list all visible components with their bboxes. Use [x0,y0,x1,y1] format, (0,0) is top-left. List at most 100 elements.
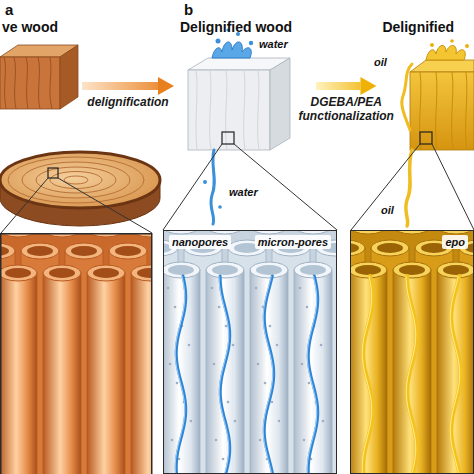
water-drip [218,205,222,209]
native-wood-cells [93,268,119,278]
delignified-wood-cells [222,458,225,461]
native-wood-cells [0,243,15,259]
delignified-wood-cells [188,344,191,347]
epoxy-wood-block [410,60,474,150]
delignified-wood-cells [190,420,193,423]
panel-heading-box: Delignified wood [178,18,312,152]
native-wood-cells [71,246,97,256]
panel-letter: a [5,1,13,18]
delignified-wood-cells [163,230,337,474]
panel-heading-box: ve wood [0,18,78,148]
delignified-wood-cells [175,276,184,474]
delignified-wood-cells [168,265,194,275]
native-wood-cells [65,243,103,259]
epoxy-wood-cells [350,240,365,256]
wood-log [0,152,160,226]
water-splash [212,42,251,58]
panel-title: ve wood [0,19,60,35]
delignified-wood-cells [257,363,260,366]
delignified-wood-cells [215,439,218,442]
delignified-wood-cells [259,439,262,442]
water-splash [249,41,253,45]
zoom-leader-line [58,178,152,233]
delignified-wood-cells [322,420,325,423]
water-splash [216,39,221,44]
wood-log [64,176,88,184]
native-wood-block [4,57,52,109]
delignified-wood-cells [169,363,172,366]
native-wood-cells [137,268,152,278]
delignified-wood-cells [307,276,317,474]
epoxy-wood-cells [450,276,459,474]
native-wood-cells [115,246,141,256]
delignified-wood-cells [278,420,281,423]
delignified-wood-cells [301,363,304,366]
native-wood-cells [49,268,75,278]
panel-letter: b [184,1,193,18]
native-wood-cells [43,273,81,474]
delignified-wood-cells [234,420,237,423]
delignified-wood-cells [308,276,318,474]
delignified-wood-block [188,58,290,150]
epoxy-wood-block [410,72,474,150]
delignified-wood-cells [250,262,288,278]
zoom-inset-box: nanoporesmicron-pores [163,230,337,474]
delignified-wood-cells [227,401,230,404]
delignified-wood-cells [218,306,221,309]
wood-log [8,157,144,203]
oil-splash [402,39,469,130]
delignified-wood-cells [219,276,229,474]
oil-splash [402,64,412,130]
epoxy-wood-cells [377,243,403,253]
wood-log [0,152,160,208]
oil-splash [430,43,434,47]
zoom-marker [48,168,58,178]
native-wood-cells [5,268,31,278]
native-wood-block [0,45,78,109]
liquid-label: oil [380,204,395,217]
panel-title: Delignified [380,19,456,35]
delignified-wood-cells [206,262,244,278]
native-wood-cells [0,273,37,474]
arrow-label: delignification [86,95,169,109]
process-arrow [316,82,360,90]
panel-heading-box: Delignified [380,18,474,152]
pore-structure [0,218,474,474]
delignified-wood-cells [264,276,273,474]
pore-label: nanopores [169,235,231,249]
delignified-wood-cells [174,306,177,309]
zoom-marker [222,132,234,144]
epoxy-wood-cells [350,270,387,474]
delignified-wood-cells [306,306,309,309]
delignified-wood-cells [263,276,272,474]
epoxy-wood-block [420,72,467,150]
delignified-wood-cells [299,287,302,290]
zoom-inset-box: epo [350,230,474,474]
delignified-wood-cells [220,276,230,474]
oil-splash [450,39,454,43]
delignified-wood-cells [176,382,179,385]
zoom-leader-line [163,144,222,230]
water-drip [211,150,214,224]
native-wood-cells [131,273,152,474]
delignified-wood-cells [163,270,200,474]
native-wood-block [0,57,60,109]
epoxy-wood-cells [393,270,431,474]
delignified-wood-cells [212,265,238,275]
native-wood-cells [87,273,125,474]
epoxy-wood-block [410,60,474,72]
epoxy-wood-cells [437,270,474,474]
native-wood-cells [0,233,152,474]
water-drip [203,150,222,224]
delignified-wood-cells [171,439,174,442]
native-wood-cells [109,243,147,259]
epoxy-wood-cells [437,262,474,278]
delignified-wood-cells [213,363,216,366]
delignified-wood-cells [271,401,274,404]
zoom-leader-line [432,144,474,230]
delignified-wood-cells [163,262,200,278]
epoxy-wood-cells [399,265,425,275]
delignified-wood-block [188,70,270,150]
